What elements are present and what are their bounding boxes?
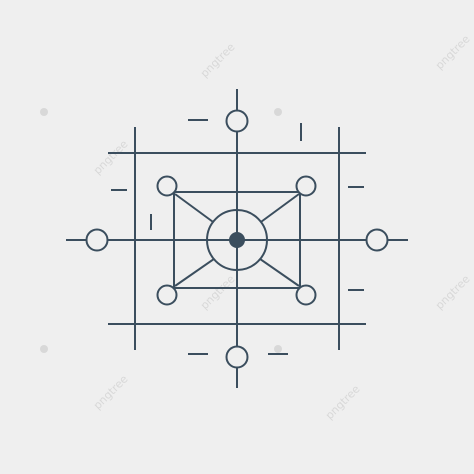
node-inner-bottom-left <box>156 284 178 306</box>
watermark-dot <box>274 345 282 353</box>
watermark-dot <box>40 108 48 116</box>
watermark-text-6: pngtree <box>91 372 131 412</box>
inner-frame <box>173 191 301 289</box>
watermark-text-4: pngtree <box>198 272 238 312</box>
watermark-text-3: pngtree <box>433 32 473 72</box>
watermark-text-2: pngtree <box>198 40 238 80</box>
watermark-text-1: pngtree <box>91 137 131 177</box>
node-left <box>85 228 109 252</box>
watermark-dot <box>40 345 48 353</box>
watermark-text-7: pngtree <box>323 382 363 422</box>
watermark-layer: pngtree pngtree pngtree pngtree pngtree … <box>91 32 473 422</box>
node-inner-top-right <box>295 175 317 197</box>
node-top <box>225 109 249 133</box>
node-right <box>365 228 389 252</box>
node-inner-bottom-right <box>295 284 317 306</box>
watermark-text-5: pngtree <box>433 272 473 312</box>
watermark-dot <box>274 108 282 116</box>
node-bottom <box>225 345 249 369</box>
node-inner-top-left <box>156 175 178 197</box>
node-layer <box>85 109 389 369</box>
watermark-dots <box>40 108 282 353</box>
hub-center-dot <box>229 232 245 248</box>
